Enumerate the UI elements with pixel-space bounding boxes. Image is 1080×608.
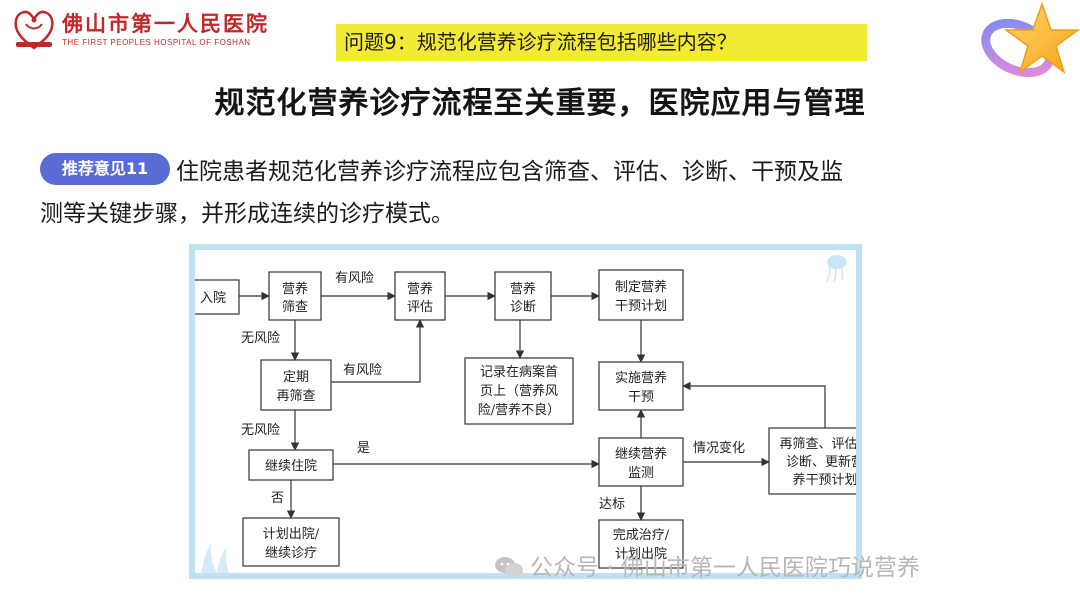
recommendation-badge: 推荐意见11 <box>40 153 170 185</box>
watermark-text: 公众号 · 佛山市第一人民医院巧说营养 <box>530 555 920 581</box>
node-admission <box>195 279 240 315</box>
node-complete-label-2: 计划出院 <box>615 547 667 562</box>
node-discharge-label-1: 计划出院/ <box>263 527 320 542</box>
node-discharge-label-2: 继续诊疗 <box>265 546 317 561</box>
node-record <box>464 357 574 425</box>
edge-label-no: 否 <box>271 491 284 506</box>
node-reassess-label-2: 诊断、更新营 <box>786 454 856 470</box>
recommendation-text: 住院患者规范化营养诊疗流程应包含筛查、评估、诊断、干预及监 测等关键步骤，并形成… <box>40 151 976 235</box>
star-ring-decoration-icon <box>981 1 1080 78</box>
node-implement-label-2: 干预 <box>628 390 654 405</box>
edge-reassess-implement <box>682 381 826 428</box>
node-screening-label-1: 营养 <box>282 281 308 297</box>
watermark: 公众号 · 佛山市第一人民医院巧说营养 <box>494 548 920 582</box>
node-rescreen-label-2: 再筛查 <box>276 389 315 404</box>
node-plan-label-2: 干预计划 <box>615 299 667 314</box>
edge-rescreen-assessment <box>331 319 425 383</box>
edge-label-change: 情况变化 <box>693 440 745 456</box>
question-banner: 问题9：规范化营养诊疗流程包括哪些内容？ <box>336 24 867 61</box>
node-implement-label-1: 实施营养 <box>615 370 667 386</box>
edge-label-no-risk-2: 无风险 <box>241 423 280 438</box>
node-assessment-label-1: 营养 <box>407 281 433 297</box>
recommendation-line-1: 住院患者规范化营养诊疗流程应包含筛查、评估、诊断、干预及监 <box>176 159 843 185</box>
flowchart-frame: 入院 营养 筛查 营养 评估 营养 诊断 制定营养 干预计划 定期 再筛查 记录… <box>189 244 862 579</box>
nutrition-flowchart: 入院 营养 筛查 营养 评估 营养 诊断 制定营养 干预计划 定期 再筛查 记录… <box>195 255 856 573</box>
node-reassess-label-3: 养干预计划 <box>792 472 856 488</box>
node-reassess-label-1: 再筛查、评估、 <box>779 437 856 452</box>
jellyfish-decoration-icon <box>826 255 847 283</box>
node-assessment <box>394 271 446 321</box>
node-diagnosis-label-2: 诊断 <box>510 300 536 315</box>
node-rescreen <box>260 359 332 411</box>
hospital-emblem-icon <box>14 10 54 50</box>
node-admission-label: 入院 <box>200 291 226 306</box>
node-diagnosis-label-1: 营养 <box>510 281 536 297</box>
recommendation-line-2: 测等关键步骤，并形成连续的诊疗模式。 <box>40 201 454 227</box>
edge-label-yes: 是 <box>357 441 370 456</box>
node-record-label-2: 页上（营养风 <box>480 383 558 399</box>
coral-decoration-icon <box>201 543 229 573</box>
node-rescreen-label-1: 定期 <box>283 370 309 385</box>
node-monitor-label-2: 监测 <box>628 466 654 481</box>
node-continue <box>248 449 334 481</box>
wechat-icon <box>495 557 523 577</box>
node-plan-label-1: 制定营养 <box>615 279 667 295</box>
edge-label-risk-2: 有风险 <box>343 363 382 378</box>
edge-label-risk-1: 有风险 <box>335 271 374 286</box>
node-monitor-label-1: 继续营养 <box>615 446 667 462</box>
edge-label-no-risk-1: 无风险 <box>241 331 280 346</box>
node-record-label-3: 险/营养不良） <box>478 402 560 418</box>
node-complete <box>598 519 684 569</box>
node-screening-label-2: 筛查 <box>282 300 308 315</box>
node-continue-label: 继续住院 <box>265 459 317 474</box>
node-assessment-label-2: 评估 <box>407 300 433 315</box>
slide-title: 规范化营养诊疗流程至关重要，医院应用与管理 <box>214 86 866 121</box>
node-complete-label-1: 完成治疗/ <box>613 528 670 543</box>
hospital-name-en: THE FIRST PEOPLES HOSPITAL OF FOSHAN <box>62 38 251 47</box>
node-discharge <box>242 517 340 567</box>
node-record-label-1: 记录在病案首 <box>480 365 558 380</box>
edge-label-target: 达标 <box>599 497 625 512</box>
hospital-logo: 佛山市第一人民医院 THE FIRST PEOPLES HOSPITAL OF … <box>12 6 302 52</box>
hospital-name-cn: 佛山市第一人民医院 <box>62 11 269 36</box>
